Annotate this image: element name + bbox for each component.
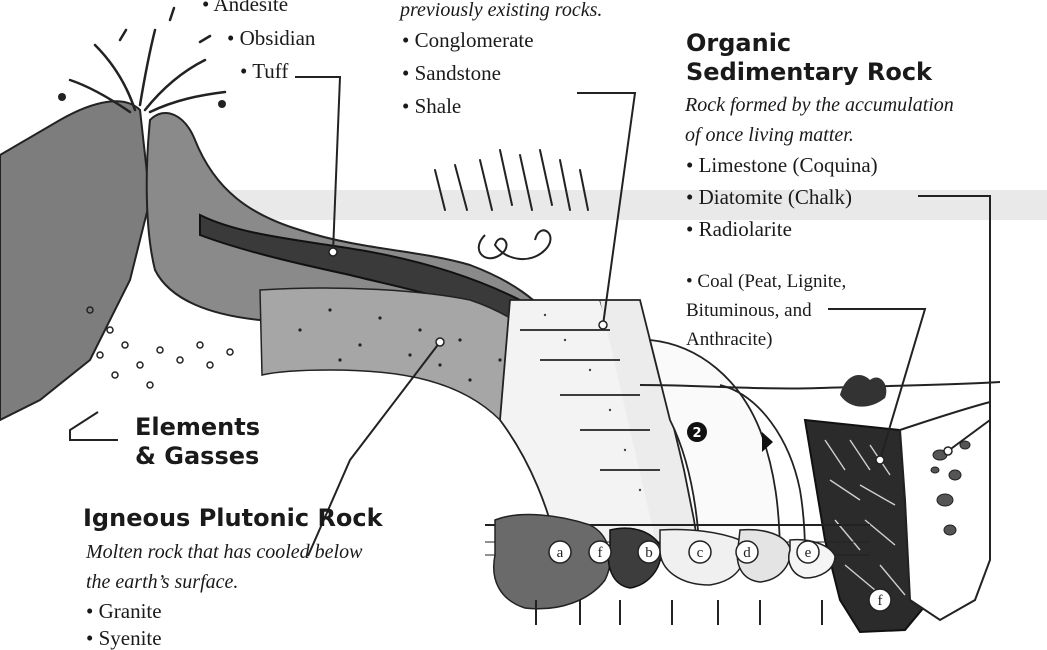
- plutonic-description-line1: Molten rock that has cooled below: [86, 542, 362, 562]
- label-granite: • Granite: [86, 601, 162, 622]
- layer-marker-e: e: [805, 545, 812, 561]
- plutonic-heading: Igneous Plutonic Rock: [83, 505, 383, 532]
- label-shale: • Shale: [402, 96, 461, 117]
- label-coal-line2: Bituminous, and: [686, 301, 812, 320]
- shell-beach: [900, 402, 990, 620]
- layer-marker-b: b: [645, 545, 653, 561]
- layer-marker-f2: f: [878, 593, 883, 609]
- ejecta-dot: [218, 100, 226, 108]
- plutonic-description-line2: the earth’s surface.: [86, 572, 238, 592]
- pressure-arrows: [536, 600, 822, 625]
- clastic-description-fragment: previously existing rocks.: [400, 0, 602, 20]
- layer-marker-d: d: [743, 545, 751, 561]
- arrow-icon: [762, 432, 773, 452]
- organic-heading-line1: Organic: [686, 30, 791, 57]
- volcano-left-flank: [0, 101, 150, 420]
- label-coal-line1: • Coal (Peat, Lignite,: [686, 272, 846, 291]
- label-coal-line3: Anthracite): [686, 330, 773, 349]
- layer-marker-a: a: [557, 545, 564, 561]
- plant-cluster: [840, 375, 886, 407]
- ejecta-dot: [58, 93, 66, 101]
- label-diatomite: • Diatomite (Chalk): [686, 187, 852, 208]
- bottom-layer-blob: [494, 515, 610, 609]
- eruption-spray: [70, 8, 225, 112]
- layer-marker-c: c: [697, 545, 704, 561]
- label-obsidian: • Obsidian: [227, 28, 315, 49]
- label-conglomerate: • Conglomerate: [402, 30, 534, 51]
- organic-description-line2: of once living matter.: [685, 125, 854, 145]
- organic-description-line1: Rock formed by the accumulation: [685, 95, 954, 115]
- label-radiolarite: • Radiolarite: [686, 219, 792, 240]
- label-tuff: • Tuff: [240, 61, 288, 82]
- wind-swirl: [479, 230, 551, 259]
- layer-marker-f: f: [598, 545, 603, 561]
- label-andesite: • Andesite: [202, 0, 288, 15]
- step-marker-label: 2: [692, 426, 701, 441]
- elements-heading-line1: Elements: [135, 414, 260, 441]
- label-sandstone: • Sandstone: [402, 63, 501, 84]
- organic-heading-line2: Sedimentary Rock: [686, 59, 932, 86]
- elements-heading-line2: & Gasses: [135, 443, 259, 470]
- label-syenite: • Syenite: [86, 628, 162, 649]
- label-limestone: • Limestone (Coquina): [686, 155, 878, 176]
